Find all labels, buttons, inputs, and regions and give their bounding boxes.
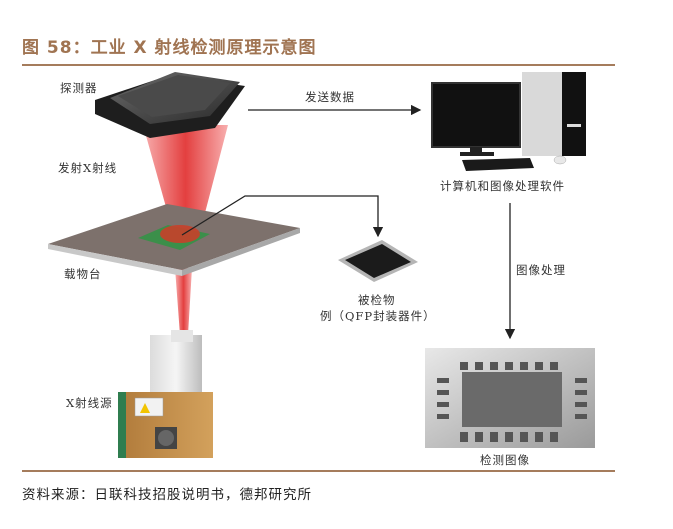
send-data-label: 发送数据 [305,90,355,104]
stage-label: 载物台 [64,267,102,281]
title-divider [22,64,615,66]
inspection-image [425,348,595,448]
xray-source-label: X射线源 [66,396,113,410]
computer-image [431,72,586,171]
detector-image [95,72,245,138]
xray-beam-label: 发射X射线 [58,161,118,175]
figure-title: 图 58：工业 X 射线检测原理示意图 [22,38,317,58]
source-note: 资料来源：日联科技招股说明书，德邦研究所 [22,487,312,503]
detector-label: 探测器 [60,81,98,95]
xray-beam-lower [175,268,192,335]
qfp-chip-image [338,240,418,282]
image-processing-label: 图像处理 [516,263,566,277]
computer-label: 计算机和图像处理软件 [440,179,565,193]
sample-label-line2: 例（QFP封装器件） [320,309,436,323]
sample-callout-arrow [181,195,384,238]
source-divider [22,470,615,472]
inspection-image-label: 检测图像 [480,453,530,467]
xray-beam [143,125,228,232]
sample-label-line1: 被检物 [358,293,396,307]
xray-source-image [118,330,213,458]
